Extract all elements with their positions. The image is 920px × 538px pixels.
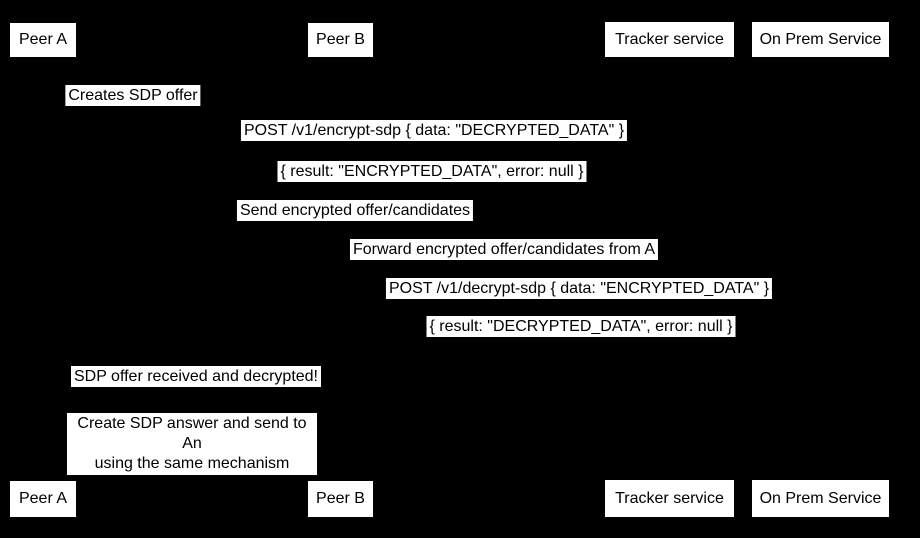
note-create-sdp-answer: Create SDP answer and send to An using t… bbox=[67, 413, 317, 475]
message-decrypt-result: { result: "DECRYPTED_DATA", error: null … bbox=[426, 316, 736, 337]
actor-peer-a-bottom: Peer A bbox=[10, 481, 76, 517]
message-encrypt-result: { result: "ENCRYPTED_DATA", error: null … bbox=[277, 161, 587, 182]
actor-label: Peer B bbox=[316, 31, 365, 48]
actor-on-prem-service-bottom: On Prem Service bbox=[752, 480, 889, 517]
actor-tracker-service-bottom: Tracker service bbox=[605, 480, 734, 517]
note-line-1: Create SDP answer and send to An bbox=[77, 415, 307, 452]
actor-on-prem-service-top: On Prem Service bbox=[752, 22, 889, 57]
note-line-2: using the same mechanism bbox=[94, 455, 290, 472]
message-sdp-offer-received: SDP offer received and decrypted! bbox=[71, 366, 321, 387]
message-forward-encrypted-offer: Forward encrypted offer/candidates from … bbox=[349, 239, 659, 260]
message-creates-sdp-offer: Creates SDP offer bbox=[65, 85, 201, 106]
message-post-encrypt-sdp: POST /v1/encrypt-sdp { data: "DECRYPTED_… bbox=[240, 120, 628, 141]
actor-label: Peer B bbox=[316, 490, 365, 507]
actor-label: Tracker service bbox=[615, 489, 724, 507]
actor-tracker-service-top: Tracker service bbox=[605, 22, 734, 57]
actor-label: Peer A bbox=[18, 490, 68, 507]
actor-label: Peer A bbox=[18, 31, 68, 48]
actor-label: On Prem Service bbox=[759, 489, 882, 507]
actor-peer-b-bottom: Peer B bbox=[308, 481, 373, 517]
actor-peer-a-top: Peer A bbox=[10, 23, 76, 57]
message-post-decrypt-sdp: POST /v1/decrypt-sdp { data: "ENCRYPTED_… bbox=[385, 278, 773, 299]
actor-label: Tracker service bbox=[615, 30, 724, 48]
message-send-encrypted-offer: Send encrypted offer/candidates bbox=[236, 200, 474, 221]
actor-label: On Prem Service bbox=[759, 30, 882, 48]
actor-peer-b-top: Peer B bbox=[308, 23, 373, 57]
